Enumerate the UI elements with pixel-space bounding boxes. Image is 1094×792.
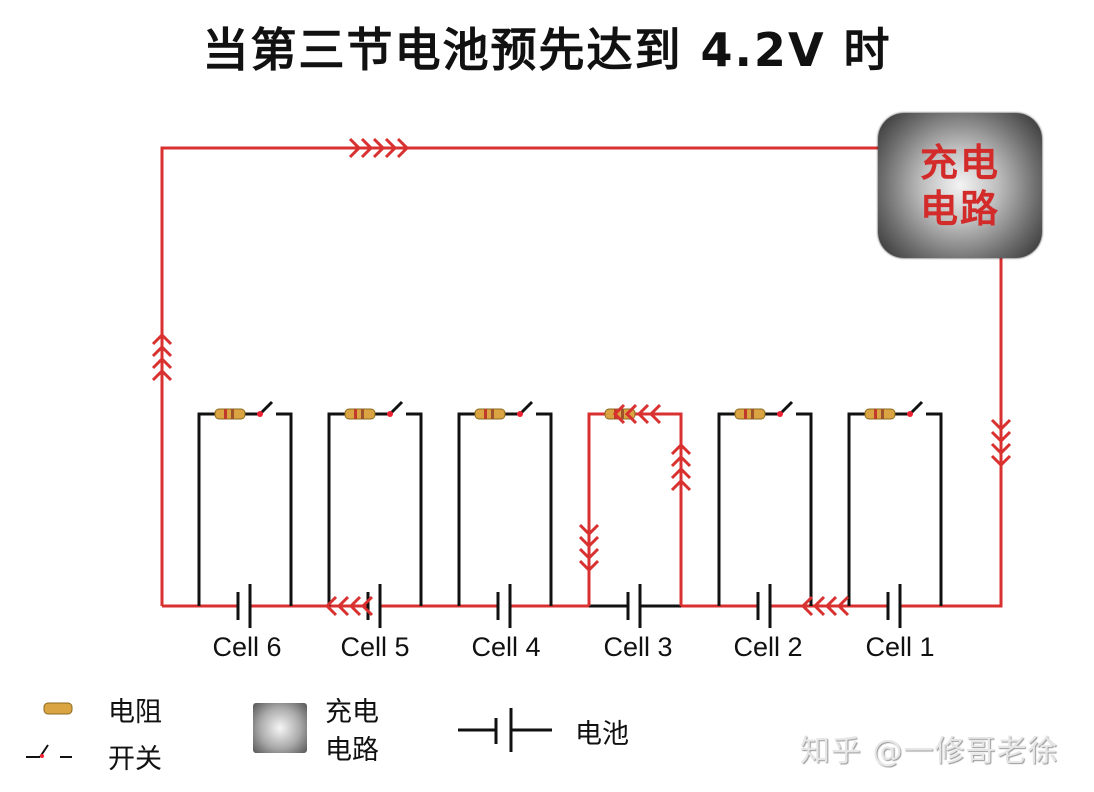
legend-battery-icon	[458, 708, 552, 752]
cell3-bypass-active	[587, 412, 683, 606]
cell-label-4: Cell 4	[471, 632, 541, 662]
battery-cells	[236, 584, 902, 628]
diagram-title: 当第三节电池预先达到 4.2V 时	[202, 23, 892, 77]
outer-current-loop	[160, 146, 1003, 608]
watermark: 知乎 @一修哥老徐	[800, 734, 1059, 769]
legend-charger-label-2: 电路	[325, 735, 379, 766]
legend-battery-label: 电池	[575, 719, 629, 750]
charging-circuit-box: 充电 电路	[878, 113, 1042, 258]
legend-charger-icon	[253, 703, 307, 753]
cell-label-6: Cell 6	[212, 632, 282, 662]
cell-label-3: Cell 3	[603, 632, 673, 662]
cell-label-1: Cell 1	[865, 632, 935, 662]
bypass-branches	[197, 400, 943, 606]
charger-label-line1: 充电	[919, 140, 1000, 185]
legend-switch-icon	[26, 744, 72, 758]
cell-label-5: Cell 5	[340, 632, 410, 662]
legend-switch-label: 开关	[108, 744, 162, 775]
legend-resistor-label: 电阻	[108, 697, 162, 728]
resistors	[214, 408, 896, 420]
legend-charger-label-1: 充电	[325, 697, 379, 728]
switch-dots	[257, 411, 913, 417]
charger-label-line2: 电路	[919, 186, 1000, 231]
cell-label-2: Cell 2	[733, 632, 803, 662]
legend-resistor-icon	[43, 702, 73, 715]
